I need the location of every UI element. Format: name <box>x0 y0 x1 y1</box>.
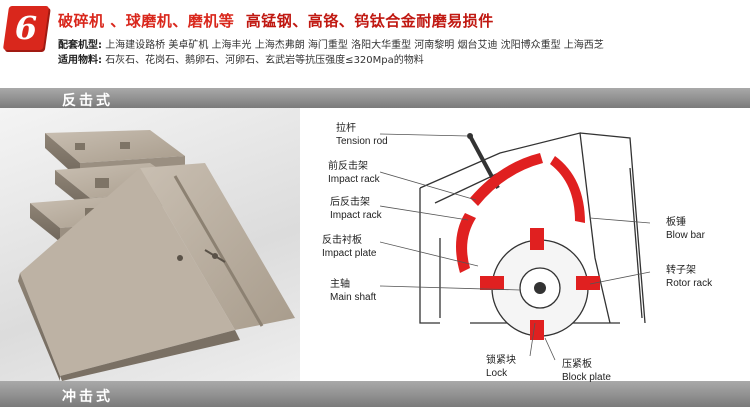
page-title: 破碎机 、球磨机、磨机等 高锰钢、高铬、钨钛合金耐磨易损件 <box>58 10 494 31</box>
compatible-models-line: 配套机型: 上海建设路桥 美卓矿机 上海丰光 上海杰弗朗 海门重型 洛阳大华重型… <box>58 36 604 51</box>
red-wear-parts <box>456 153 600 340</box>
impact-section-title: 反击式 <box>62 93 113 109</box>
section-number: 6 <box>14 9 38 47</box>
wear-parts-photo <box>18 130 295 381</box>
rotor-assembly <box>491 239 589 337</box>
small-plate-1 <box>45 130 185 180</box>
materials-text: 石灰石、花岗石、鹅卵石、河卵石、玄武岩等抗压强度≤320Mpa的物料 <box>105 55 424 66</box>
hammer-section-bar: 冲击式 <box>0 381 750 407</box>
models-text: 上海建设路桥 美卓矿机 上海丰光 上海杰弗朗 海门重型 洛阳大华重型 河南黎明 … <box>105 40 604 51</box>
large-impact-plate <box>18 163 295 381</box>
section-number-badge: 6 <box>2 6 50 50</box>
title-materials: 高锰钢、高铬、钨钛合金耐磨易损件 <box>245 12 494 30</box>
models-label: 配套机型: <box>58 40 102 51</box>
hammer-section-title: 冲击式 <box>62 389 113 405</box>
materials-label: 适用物料: <box>58 55 102 66</box>
impact-section-bar: 反击式 <box>0 88 750 109</box>
impact-crusher-diagram <box>380 132 651 361</box>
title-machines: 破碎机 、球磨机、磨机等 <box>58 12 235 30</box>
applicable-materials-line: 适用物料: 石灰石、花岗石、鹅卵石、河卵石、玄武岩等抗压强度≤320Mpa的物料 <box>58 51 424 66</box>
leader-lines <box>380 133 651 361</box>
